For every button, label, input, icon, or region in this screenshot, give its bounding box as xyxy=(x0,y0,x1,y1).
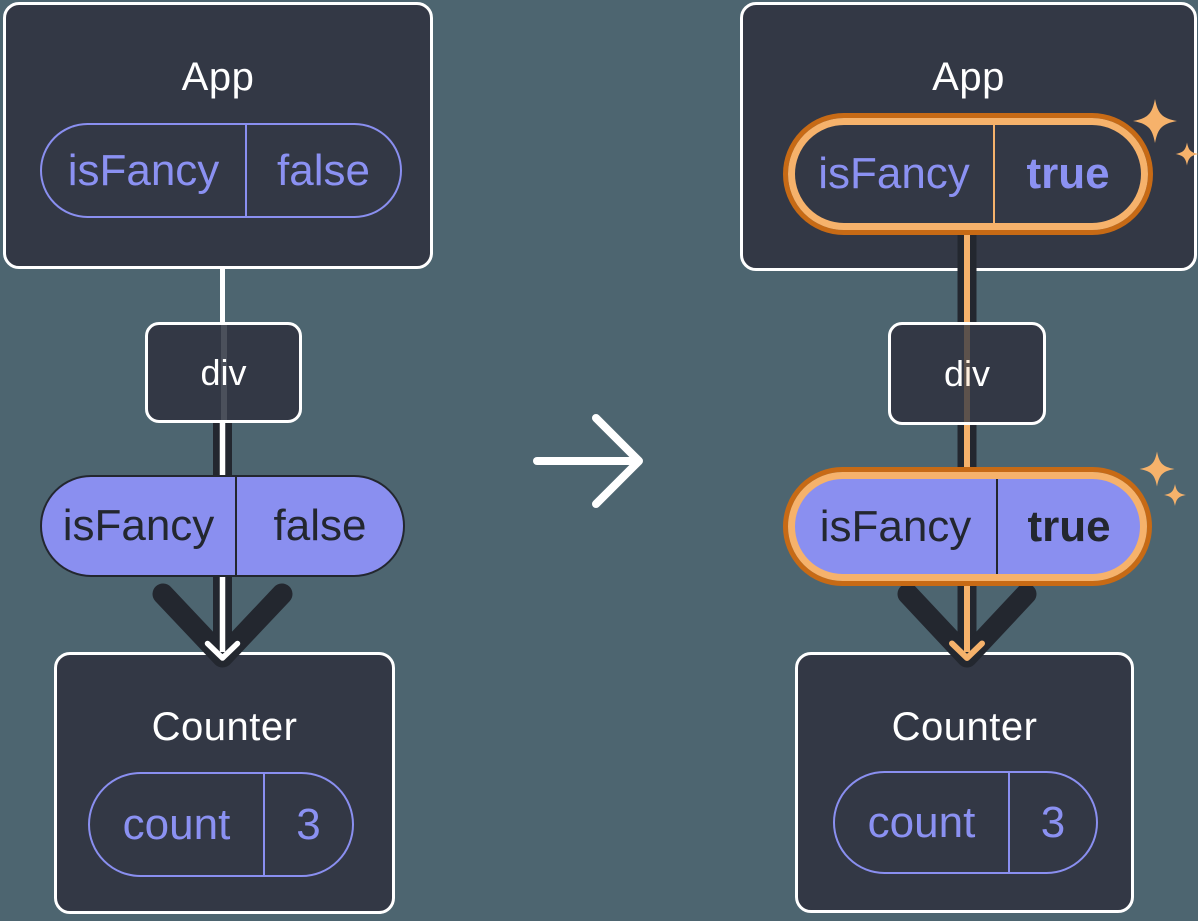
state-name: isFancy xyxy=(795,125,995,223)
state-pill-app-before: isFancy false xyxy=(40,123,402,218)
sparkle-icon xyxy=(1164,484,1186,506)
prop-pill-after-highlight-ring: isFancy true xyxy=(783,467,1152,586)
prop-value: false xyxy=(273,501,367,550)
div-node-before: div xyxy=(145,322,302,423)
state-name: count xyxy=(835,773,1010,872)
state-name: count xyxy=(90,774,265,875)
component-title: Counter xyxy=(891,705,1038,749)
sparkle-icon xyxy=(1175,142,1198,166)
prop-name: isFancy xyxy=(795,479,998,574)
pass-through-line xyxy=(964,325,970,422)
prop-pill-after: isFancy true xyxy=(788,472,1147,581)
state-name: isFancy xyxy=(42,125,247,216)
component-title: App xyxy=(932,55,1005,99)
prop-value: true xyxy=(1027,501,1111,551)
state-value: 3 xyxy=(296,799,321,849)
state-value: false xyxy=(277,145,370,195)
transition-arrow-icon xyxy=(533,414,643,508)
sparkle-icon xyxy=(1133,99,1177,143)
component-title: Counter xyxy=(151,705,298,749)
div-label: div xyxy=(943,352,991,394)
component-title: App xyxy=(181,55,255,99)
state-value: 3 xyxy=(1040,797,1066,847)
state-pill-app-after: isFancy true xyxy=(788,118,1148,230)
prop-name: isFancy xyxy=(42,477,237,575)
state-value: true xyxy=(1026,149,1110,198)
state-pill-counter-before: count 3 xyxy=(88,772,354,877)
state-pill-app-after-highlight-ring: isFancy true xyxy=(783,113,1153,235)
prop-pill-before: isFancy false xyxy=(40,475,405,577)
state-pill-counter-after: count 3 xyxy=(833,771,1098,874)
div-label: div xyxy=(200,351,247,393)
div-node-after: div xyxy=(888,322,1046,425)
counter-card-before: Counter xyxy=(54,652,395,914)
sparkle-icon xyxy=(1139,451,1175,487)
pass-through-line xyxy=(220,325,227,420)
